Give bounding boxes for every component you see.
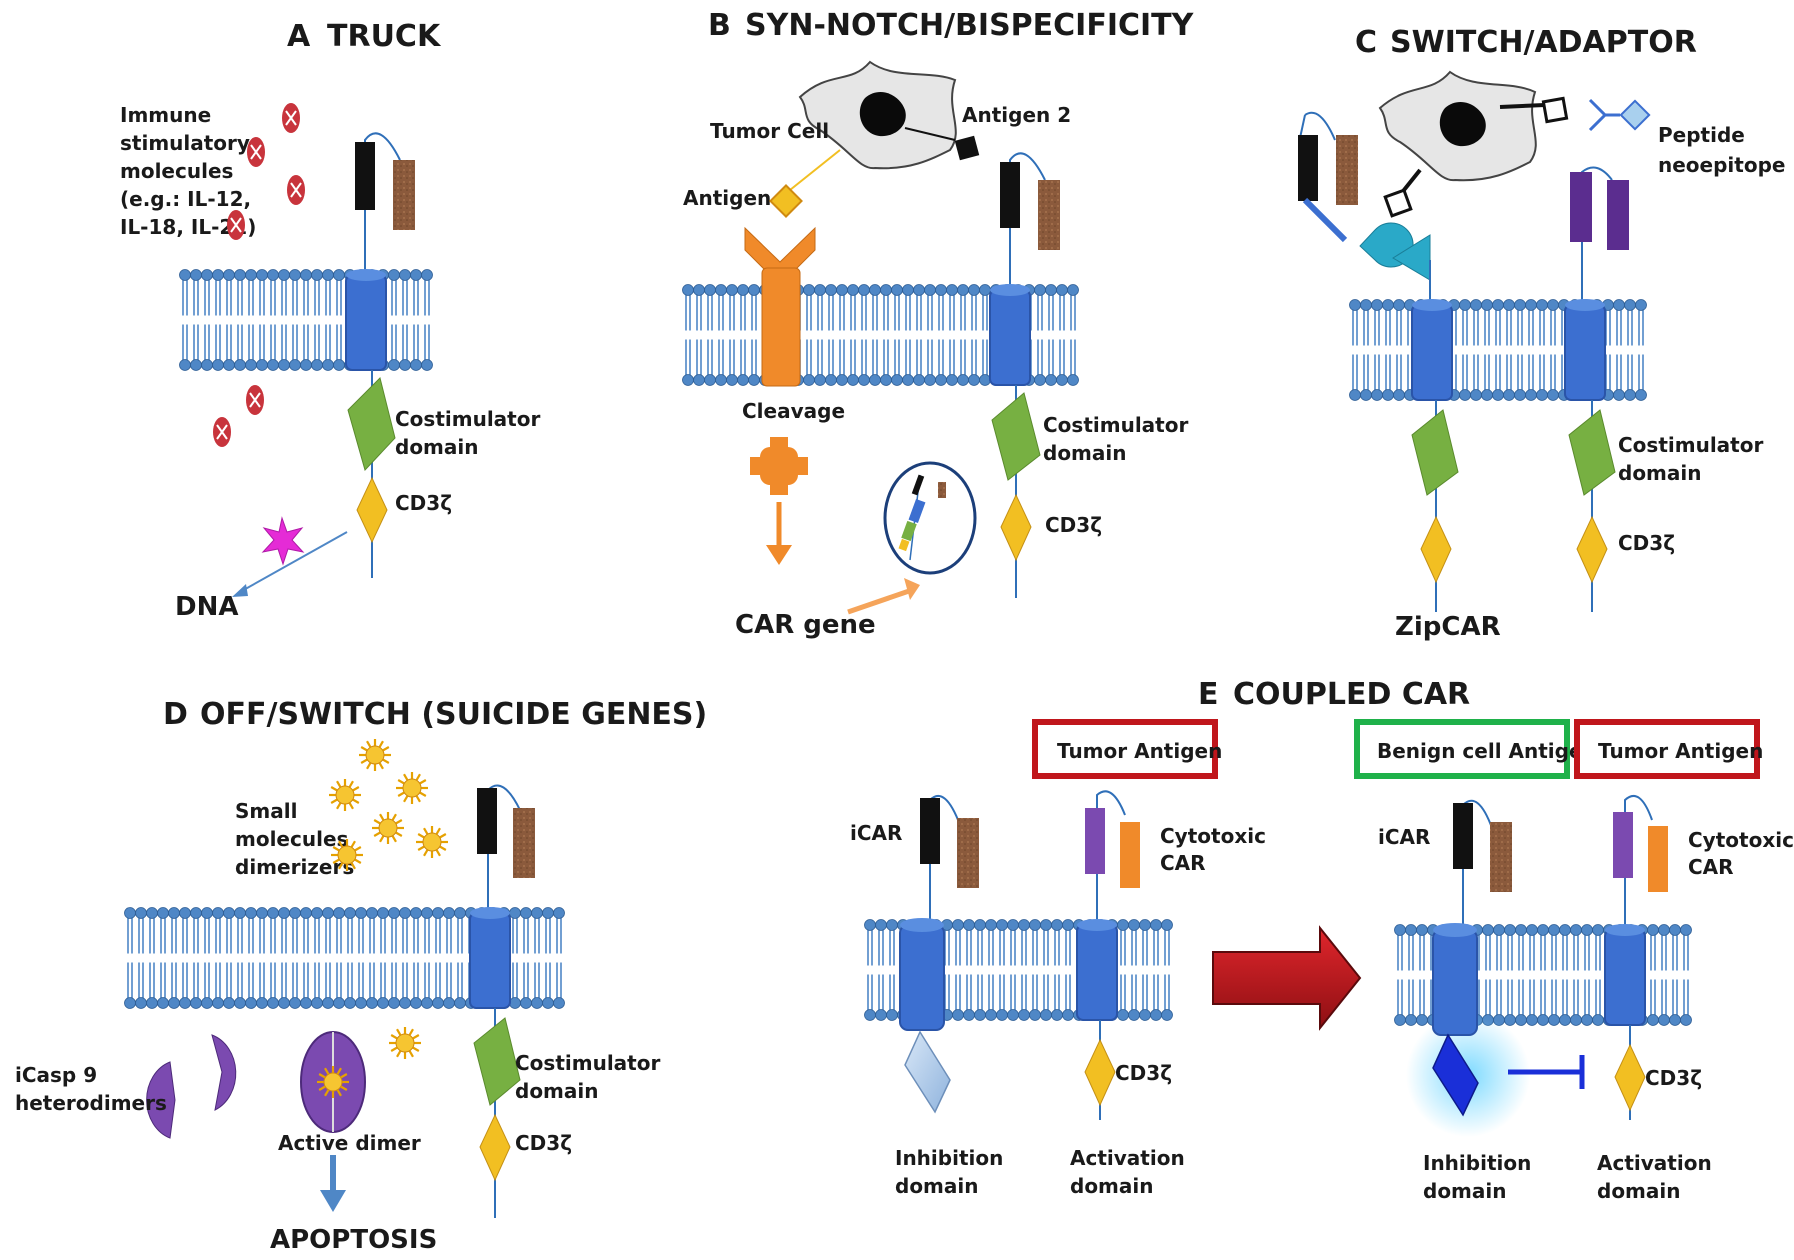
icar-label-right: iCAR	[1378, 825, 1430, 849]
tumor-antigen-label-left: Tumor Antigen	[1057, 739, 1222, 763]
tumor-cell	[1378, 70, 1537, 182]
dimerizer-icon	[359, 739, 391, 771]
cytokine-icon	[227, 210, 245, 240]
panel-b-title: SYN-NOTCH/BISPECIFICITY	[745, 8, 1195, 43]
zipcar-receptor	[1298, 111, 1459, 612]
active-dimer-label: Active dimer	[278, 1131, 421, 1155]
benign-antigen-label: Benign cell Antigen	[1377, 739, 1597, 763]
nucleus-plasmid	[883, 461, 977, 575]
costim-label-d: Costimulator domain	[515, 1051, 667, 1103]
panel-d: D OFF/SWITCH (SUICIDE GENES) Small molec…	[15, 697, 707, 1255]
panel-a-letter: A	[287, 19, 311, 54]
cd3z-label-b: CD3ζ	[1045, 513, 1102, 537]
tumor-antigen-box	[1574, 719, 1760, 779]
cd3z-label-e-left: CD3ζ	[1115, 1061, 1172, 1085]
dimerizer-molecules	[329, 739, 448, 1059]
icar-receptor	[899, 794, 979, 1114]
cleaved-fragment	[750, 437, 808, 495]
activation-label-right: Activation domain	[1597, 1151, 1719, 1203]
cell-membrane	[1394, 924, 1692, 1026]
tumor-cell-label: Tumor Cell	[710, 119, 829, 143]
scfv-light-chain	[393, 160, 415, 230]
synnotch-receptor	[744, 226, 816, 387]
dna-label: DNA	[175, 592, 238, 622]
dimerizer-icon	[396, 772, 428, 804]
apoptosis-label: APOPTOSIS	[270, 1225, 437, 1255]
cd3z-label-e-right: CD3ζ	[1645, 1066, 1702, 1090]
antigen2-shape	[954, 135, 980, 161]
cytokine-icon	[246, 385, 264, 415]
icar-label-left: iCAR	[850, 821, 902, 845]
icar-receptor-active	[1406, 799, 1530, 1137]
dimerizer-icon	[331, 839, 363, 871]
panel-e-letter: E	[1198, 677, 1219, 712]
small-molecules-label: Small molecules dimerizers	[235, 799, 355, 879]
panel-e: E COUPLED CAR Tumor Antigen iCAR Cytotox…	[850, 677, 1794, 1203]
panel-c-title: SWITCH/ADAPTOR	[1390, 25, 1697, 60]
antigen2-label: Antigen 2	[962, 103, 1071, 127]
car-receptor	[1564, 166, 1629, 612]
peptide-neoepitope-label: Peptide neoepitope	[1658, 123, 1785, 177]
tumor-cell	[798, 60, 957, 170]
tumor-antigen-box	[1032, 719, 1218, 779]
scfv-heavy-chain	[355, 142, 375, 210]
costimulatory-domain	[347, 377, 396, 471]
antigen1-shape	[769, 184, 803, 218]
costim-label-c: Costimulator domain	[1618, 433, 1770, 485]
cytokine-icon	[287, 175, 305, 205]
star-icon	[261, 516, 305, 566]
active-dimer	[300, 1031, 366, 1133]
transmembrane-domain	[345, 274, 387, 371]
dimerizer-icon	[329, 779, 361, 811]
inhibition-label-left: Inhibition domain	[895, 1146, 1010, 1198]
panel-e-title: COUPLED CAR	[1233, 677, 1470, 712]
car-gene-label: CAR gene	[735, 610, 876, 640]
dimerizer-icon	[317, 1066, 349, 1098]
panel-b: B SYN-NOTCH/BISPECIFICITY Tumor Cell Ant…	[682, 8, 1195, 640]
panel-a: A TRUCK Immune stimulatory molecules (e.…	[120, 19, 547, 622]
activation-label-left: Activation domain	[1070, 1146, 1192, 1198]
cell-membrane	[179, 269, 433, 371]
panel-c-letter: C	[1355, 25, 1377, 60]
panel-a-title: TRUCK	[327, 19, 442, 54]
cytotoxic-car-receptor	[1076, 790, 1140, 1120]
cd3z-label-a: CD3ζ	[395, 491, 452, 515]
tumor-antigen-label-right: Tumor Antigen	[1598, 739, 1763, 763]
cd3z-label-d: CD3ζ	[515, 1131, 572, 1155]
cytokine-icon	[247, 137, 265, 167]
costim-label-b: Costimulator domain	[1043, 413, 1195, 465]
cytotoxic-car-receptor	[1604, 795, 1668, 1120]
dimerizer-icon	[389, 1027, 421, 1059]
dimerizer-icon	[372, 812, 404, 844]
zipcar-label: ZipCAR	[1395, 612, 1501, 642]
car-receptor	[989, 152, 1060, 598]
panel-d-letter: D	[163, 697, 188, 732]
car-receptor	[469, 784, 535, 1218]
inhibition-label-right: Inhibition domain	[1423, 1151, 1538, 1203]
cell-membrane	[124, 907, 565, 1009]
icasp9-heterodimer	[146, 1034, 237, 1139]
dimerizer-icon	[416, 826, 448, 858]
car-receptor	[345, 132, 415, 578]
icasp9-label: iCasp 9 heterodimers	[15, 1063, 167, 1115]
benign-antigen-box	[1354, 719, 1570, 779]
cytokine-molecules	[213, 103, 305, 447]
costim-label-a: Costimulator domain	[395, 407, 547, 459]
panel-d-title: OFF/SWITCH (SUICIDE GENES)	[200, 697, 707, 732]
cytokine-icon	[282, 103, 300, 133]
cytotoxic-label-right: Cytotoxic CAR	[1688, 828, 1794, 879]
cd3z-label-c: CD3ζ	[1618, 531, 1675, 555]
transition-arrow	[1212, 925, 1362, 1031]
cleavage-label: Cleavage	[742, 399, 845, 423]
panel-c: C SWITCH/ADAPTOR Peptide neoepitope	[1298, 25, 1785, 642]
triangle-adaptor-icon	[1392, 234, 1431, 281]
cytotoxic-label-left: Cytotoxic CAR	[1160, 824, 1273, 875]
cd3z-domain	[356, 476, 388, 544]
immune-molecules-label: Immune stimulatory molecules (e.g.: IL-1…	[120, 103, 258, 239]
panel-b-letter: B	[708, 8, 731, 43]
cytokine-icon	[213, 417, 231, 447]
